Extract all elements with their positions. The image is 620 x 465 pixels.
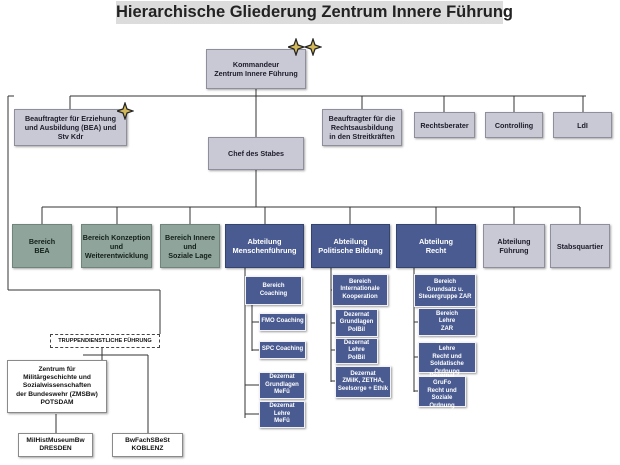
polbil-lehre-box: Dezernat Lehre PolBil xyxy=(335,338,378,364)
grufo-box: Dezernat GruFo Recht und Soziale Ordnung xyxy=(418,373,466,409)
rechtsberater-box: Rechtsberater xyxy=(414,112,475,138)
innere-lage-box: Bereich Innere und Soziale Lage xyxy=(160,224,220,268)
zmsbw-box: Zentrum für Militärgeschichte und Sozial… xyxy=(7,360,107,413)
spc-coaching-box: SPC Coaching xyxy=(259,341,306,359)
recht-box: Abteilung Recht xyxy=(396,224,476,268)
rechtsausbildung-box: Beauftragter für die Rechtsausbildung in… xyxy=(322,109,402,146)
lehre-recht-box: Bereich Lehre Recht und Soldatische Ordn… xyxy=(418,339,476,375)
milhistmuseum-box: MilHistMuseumBw DRESDEN xyxy=(18,433,93,457)
ldl-box: LdI xyxy=(553,112,612,138)
abteilung-fuehrung-box: Abteilung Führung xyxy=(483,224,545,268)
chart-title: Hierarchische Gliederung Zentrum Innere … xyxy=(116,1,513,24)
gold-star-icon xyxy=(288,38,322,56)
mefue-lehre-box: Dezernat Lehre MeFü xyxy=(259,401,305,428)
lehre-zar-box: Bereich Lehre ZAR xyxy=(418,308,476,336)
kommandeur-box: Kommandeur Zentrum Innere Führung xyxy=(206,49,306,89)
politische-bildung-box: Abteilung Politische Bildung xyxy=(311,224,390,268)
menschenfuehrung-box: Abteilung Menschenführung xyxy=(225,224,304,268)
zmilk-box: Dezernat ZMilK, ZETHA, Seelsorge + Ethik xyxy=(335,366,391,398)
bereich-bea-box: Bereich BEA xyxy=(12,224,72,268)
gold-star-icon xyxy=(117,102,134,120)
truppendienstliche-fuehrung-label: TRUPPENDIENSTLICHE FÜHRUNG xyxy=(50,334,160,348)
chef-des-stabes-box: Chef des Stabes xyxy=(208,137,304,170)
konzeption-box: Bereich Konzeption und Weiterentwicklung xyxy=(81,224,152,268)
polbil-grundlagen-box: Dezernat Grundlagen PolBil xyxy=(335,309,378,337)
coaching-box: Bereich Coaching xyxy=(245,276,302,305)
mefue-grundlagen-box: Dezernat Grundlagen MeFü xyxy=(259,372,305,399)
bea-box: Beauftragter für Erziehung und Ausbildun… xyxy=(14,109,127,146)
kooperation-box: Bereich Internationale Kooperation xyxy=(332,274,388,306)
fmo-coaching-box: FMO Coaching xyxy=(259,313,306,331)
controlling-box: Controlling xyxy=(485,112,543,138)
bwfachsbest-box: BwFachSBeSt KOBLENZ xyxy=(112,433,183,457)
recht-grundsatz-box: Bereich Grundsatz u. Steuergruppe ZAR xyxy=(414,274,476,307)
stabsquartier-box: Stabsquartier xyxy=(550,224,610,268)
